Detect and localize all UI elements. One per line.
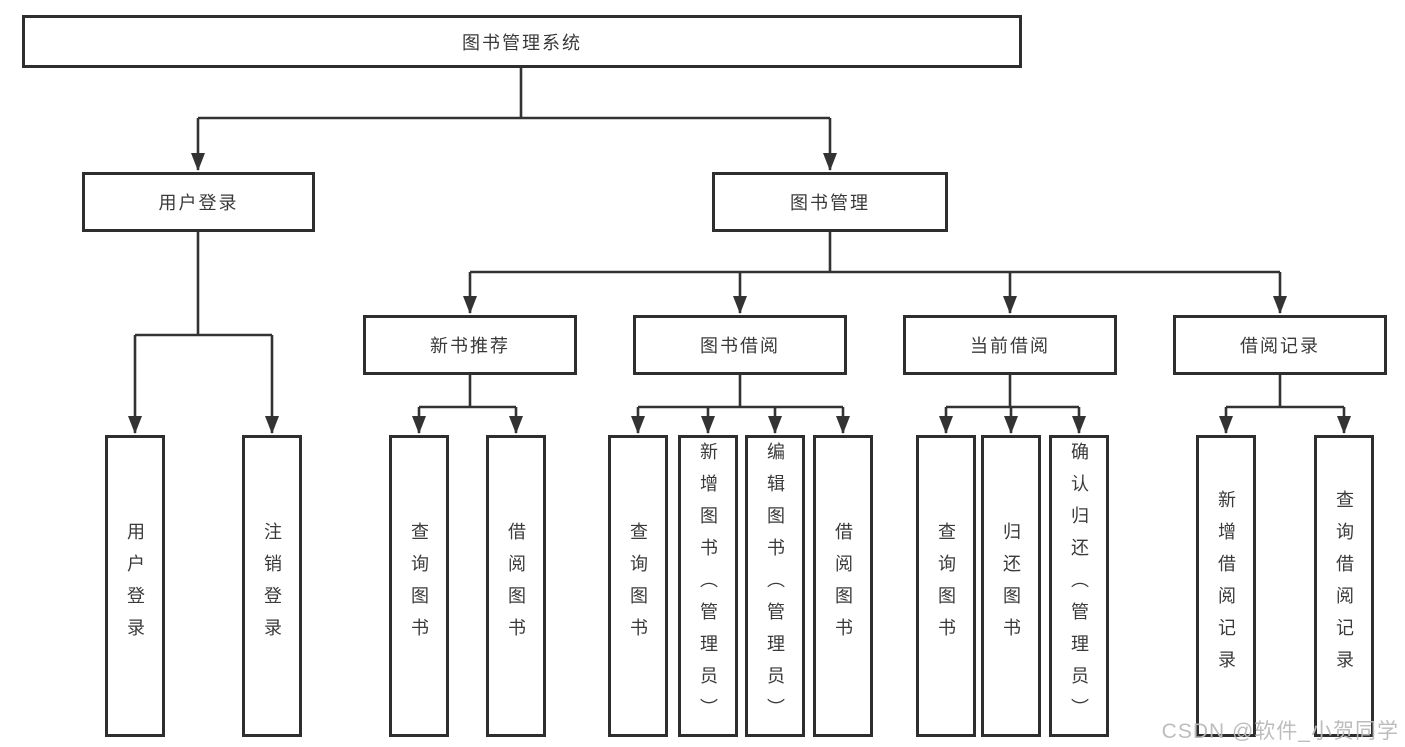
leaf-confirm-return-admin: 确认归还（管理员） <box>1049 435 1109 737</box>
node-label: 图书管理 <box>790 193 870 213</box>
node-label: 归还图书 <box>1001 522 1021 650</box>
csdn-watermark: CSDN @软件_小贺同学 <box>1161 720 1399 743</box>
leaf-query-books: 查询图书 <box>389 435 449 737</box>
node-label: 注销登录 <box>262 522 282 650</box>
node-library-management-system: 图书管理系统 <box>22 15 1022 68</box>
node-label: 查询图书 <box>409 522 429 650</box>
node-label: 编辑图书（管理员） <box>765 442 785 730</box>
leaf-borrow-books: 借阅图书 <box>486 435 546 737</box>
leaf-logout: 注销登录 <box>242 435 302 737</box>
leaf-borrow-books: 借阅图书 <box>813 435 873 737</box>
node-label: 新增图书（管理员） <box>698 442 718 730</box>
leaf-query-books: 查询图书 <box>608 435 668 737</box>
node-current-borrowing: 当前借阅 <box>903 315 1117 375</box>
node-user-login: 用户登录 <box>82 172 315 232</box>
node-label: 确认归还（管理员） <box>1069 442 1089 730</box>
node-label: 借阅记录 <box>1240 336 1320 356</box>
node-label: 新增借阅记录 <box>1216 490 1236 682</box>
leaf-query-books: 查询图书 <box>916 435 976 737</box>
leaf-query-borrow-record: 查询借阅记录 <box>1314 435 1374 737</box>
node-label: 当前借阅 <box>970 336 1050 356</box>
node-borrowing-records: 借阅记录 <box>1173 315 1387 375</box>
node-book-borrowing: 图书借阅 <box>633 315 847 375</box>
node-label: 查询图书 <box>936 522 956 650</box>
node-book-management: 图书管理 <box>712 172 948 232</box>
node-label: 用户登录 <box>158 193 239 213</box>
node-label: 新书推荐 <box>430 336 510 356</box>
node-label: 查询图书 <box>628 522 648 650</box>
node-label: 图书借阅 <box>700 336 780 356</box>
leaf-return-books: 归还图书 <box>981 435 1041 737</box>
node-label: 用户登录 <box>125 522 145 650</box>
node-label: 图书管理系统 <box>462 32 582 53</box>
node-new-book-recommendation: 新书推荐 <box>363 315 577 375</box>
node-label: 查询借阅记录 <box>1334 490 1354 682</box>
node-label: 借阅图书 <box>506 522 526 650</box>
leaf-add-books-admin: 新增图书（管理员） <box>678 435 738 737</box>
leaf-add-borrow-record: 新增借阅记录 <box>1196 435 1256 737</box>
node-label: 借阅图书 <box>833 522 853 650</box>
leaf-edit-books-admin: 编辑图书（管理员） <box>745 435 805 737</box>
leaf-user-login: 用户登录 <box>105 435 165 737</box>
